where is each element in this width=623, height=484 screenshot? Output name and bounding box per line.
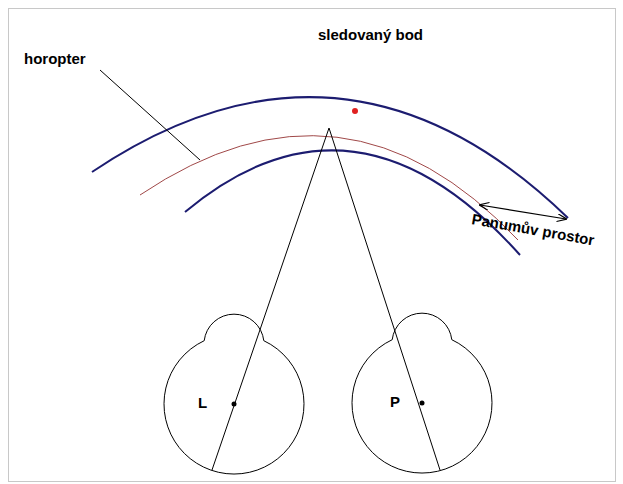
curve-label: horopter	[24, 50, 86, 67]
point-label-text: sledovaný bod	[318, 26, 423, 43]
left-visual-axis	[212, 128, 329, 470]
eye-label: P	[390, 393, 400, 410]
eye: P	[352, 303, 492, 473]
frame	[9, 9, 616, 482]
eye-label: L	[198, 394, 207, 411]
fixation-point	[352, 108, 358, 114]
region-label: Panumův prostor	[471, 210, 596, 248]
curve-label-text: horopter	[24, 50, 86, 67]
point-label: sledovaný bod	[318, 26, 423, 43]
leader-line	[100, 70, 200, 160]
panum-outer-boundary	[92, 97, 568, 218]
eye-outline	[352, 303, 492, 473]
panum-inner-boundary	[185, 150, 520, 255]
right-visual-axis	[329, 128, 440, 470]
region-label-text: Panumův prostor	[471, 210, 596, 248]
eye-outline	[164, 304, 304, 474]
eye: L	[164, 304, 304, 474]
